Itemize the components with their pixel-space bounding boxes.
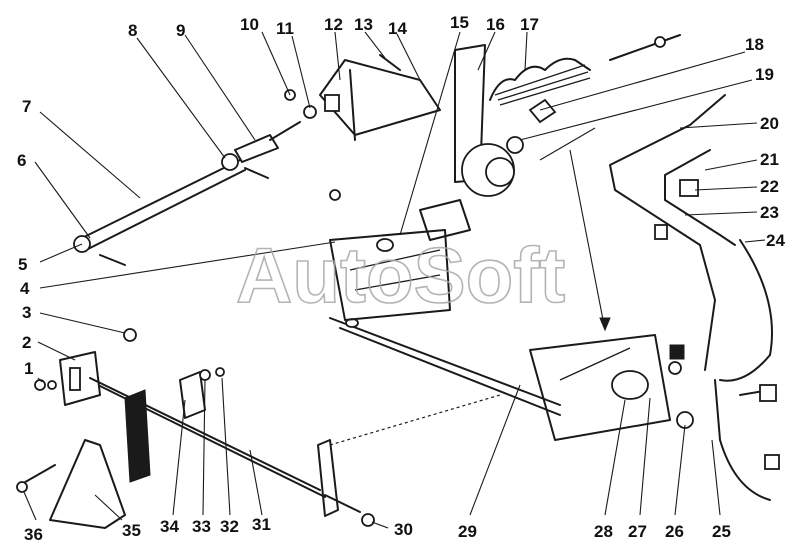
lower-right-lever: [317, 394, 501, 527]
callout-13: 13: [354, 15, 373, 34]
watermark-text: AutoSoft: [236, 231, 565, 319]
callout-25: 25: [712, 522, 731, 541]
callout-31: 31: [252, 515, 271, 534]
callout-17: 17: [520, 15, 539, 34]
callout-34: 34: [160, 517, 179, 536]
callout-23: 23: [760, 203, 779, 222]
left-linkage-rod: [73, 153, 269, 266]
callout-11: 11: [276, 19, 294, 38]
throttle-lever: [454, 44, 515, 197]
callout-22: 22: [760, 177, 779, 196]
callout-7: 7: [22, 97, 31, 116]
callout-20: 20: [760, 114, 779, 133]
callout-8: 8: [128, 21, 137, 40]
callout-14: 14: [388, 19, 407, 38]
callout-30: 30: [394, 520, 413, 539]
callout-9: 9: [176, 21, 185, 40]
upper-fork: [234, 89, 317, 163]
leader-lines: [23, 31, 766, 529]
central-bracket: [329, 189, 471, 321]
callout-3: 3: [22, 303, 31, 322]
fuel-pipe-assembly: [609, 94, 780, 501]
callout-19: 19: [755, 65, 774, 84]
stop-lever-assembly: [529, 334, 694, 441]
callout-32: 32: [220, 517, 239, 536]
callout-10: 10: [240, 15, 259, 34]
callout-1: 1: [24, 359, 33, 378]
callout-2: 2: [22, 333, 31, 352]
direction-arrows: [539, 127, 611, 332]
callout-27: 27: [628, 522, 647, 541]
bolts-18-19: [506, 98, 557, 154]
callout-35: 35: [122, 521, 141, 540]
callout-5: 5: [18, 255, 27, 274]
callout-4: 4: [20, 279, 30, 298]
callout-18: 18: [745, 35, 764, 54]
callout-12: 12: [324, 15, 343, 34]
callout-6: 6: [17, 151, 26, 170]
upper-bracket: [319, 54, 441, 141]
callout-33: 33: [192, 517, 211, 536]
callout-21: 21: [760, 150, 779, 169]
callout-16: 16: [486, 15, 505, 34]
small-brackets: [179, 367, 225, 419]
callout-26: 26: [665, 522, 684, 541]
main-cross-shaft: [329, 317, 561, 416]
return-spring: [489, 34, 681, 106]
callout-29: 29: [458, 522, 477, 541]
callout-28: 28: [594, 522, 613, 541]
callout-36: 36: [24, 525, 43, 544]
callout-15: 15: [450, 13, 469, 32]
pedal-assembly: [16, 389, 151, 529]
callout-numbers: 1 2 3 4 5 6 7 8 9 10 11 12 13 14 15 16 1…: [17, 13, 785, 544]
callout-24: 24: [766, 231, 785, 250]
